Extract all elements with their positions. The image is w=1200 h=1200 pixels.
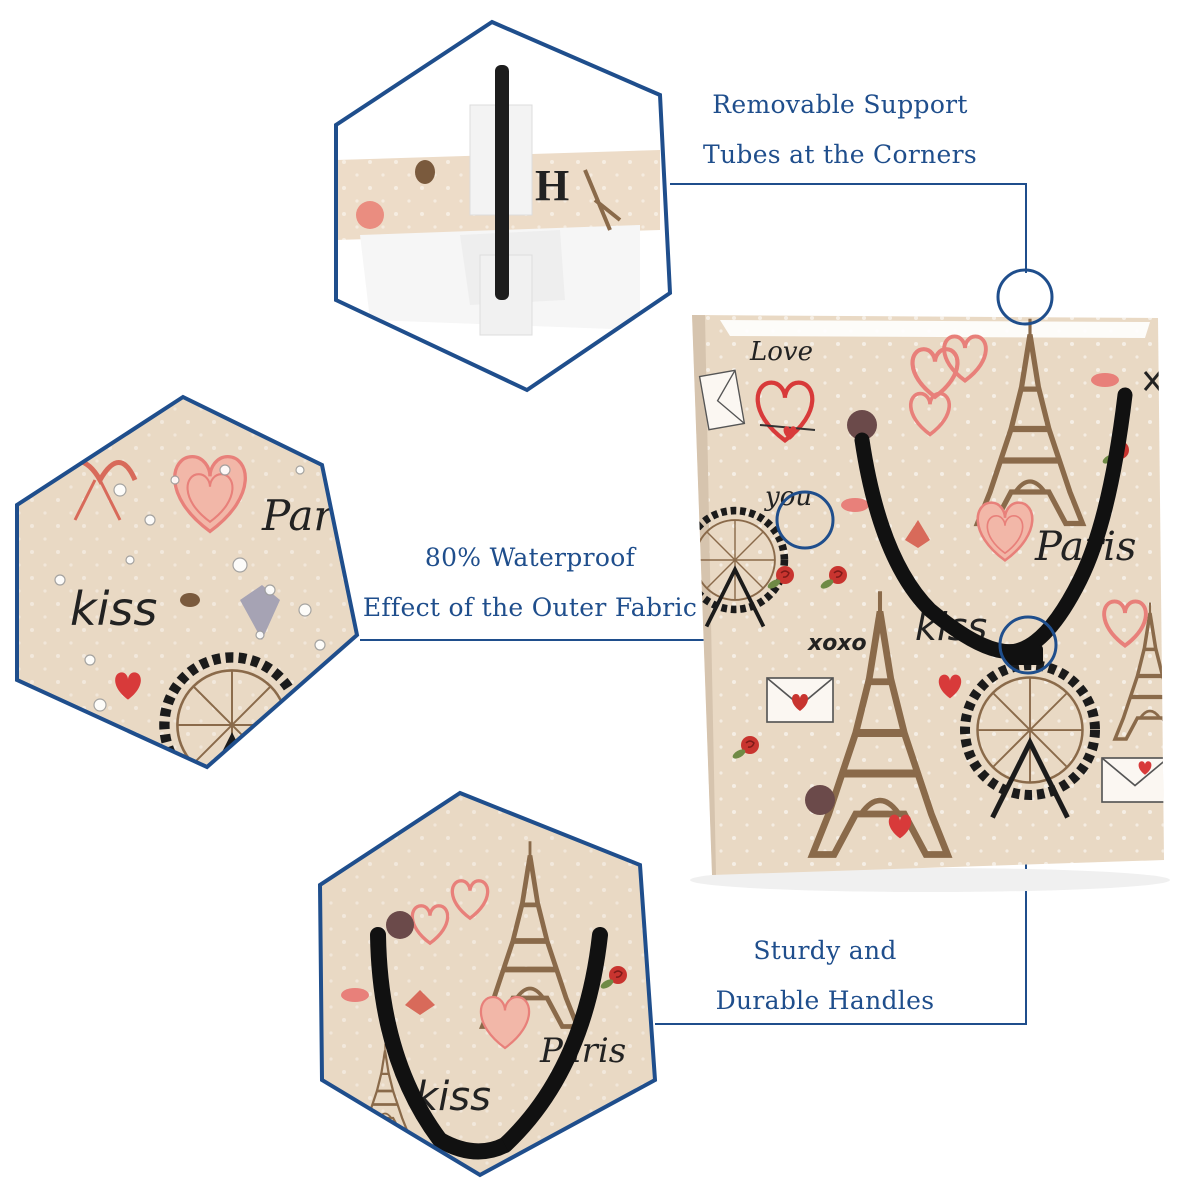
hexagon-handles: Paris kiss	[317, 790, 658, 1178]
callout-waterproof: 80% Waterproof Effect of the Outer Fabri…	[350, 533, 710, 633]
laundry-basket: Love you Paris kiss xoxo	[690, 315, 1170, 892]
callout-handles: Sturdy and Durable Handles	[690, 926, 960, 1026]
callout-handles-line1: Sturdy and	[753, 936, 897, 965]
pattern-word-love: Love	[749, 337, 813, 367]
callout-support-tubes-line1: Removable Support	[712, 90, 968, 119]
callout-support-tubes-line2: Tubes at the Corners	[703, 140, 977, 169]
callout-waterproof-line2: Effect of the Outer Fabric	[362, 593, 698, 622]
svg-text:H: H	[535, 161, 569, 210]
hexagon-support-tubes: H	[334, 19, 673, 393]
highlight-circles	[775, 268, 1058, 675]
callout-handles-line2: Durable Handles	[715, 986, 935, 1015]
pattern-word-xoxo: xoxo	[807, 631, 867, 656]
hexagon-waterproof-fabric: kiss Paris	[15, 394, 360, 770]
pattern-word-kiss: kiss	[70, 582, 157, 636]
callout-support-tubes: Removable Support Tubes at the Corners	[690, 80, 990, 180]
callout-waterproof-line1: 80% Waterproof	[424, 543, 636, 572]
